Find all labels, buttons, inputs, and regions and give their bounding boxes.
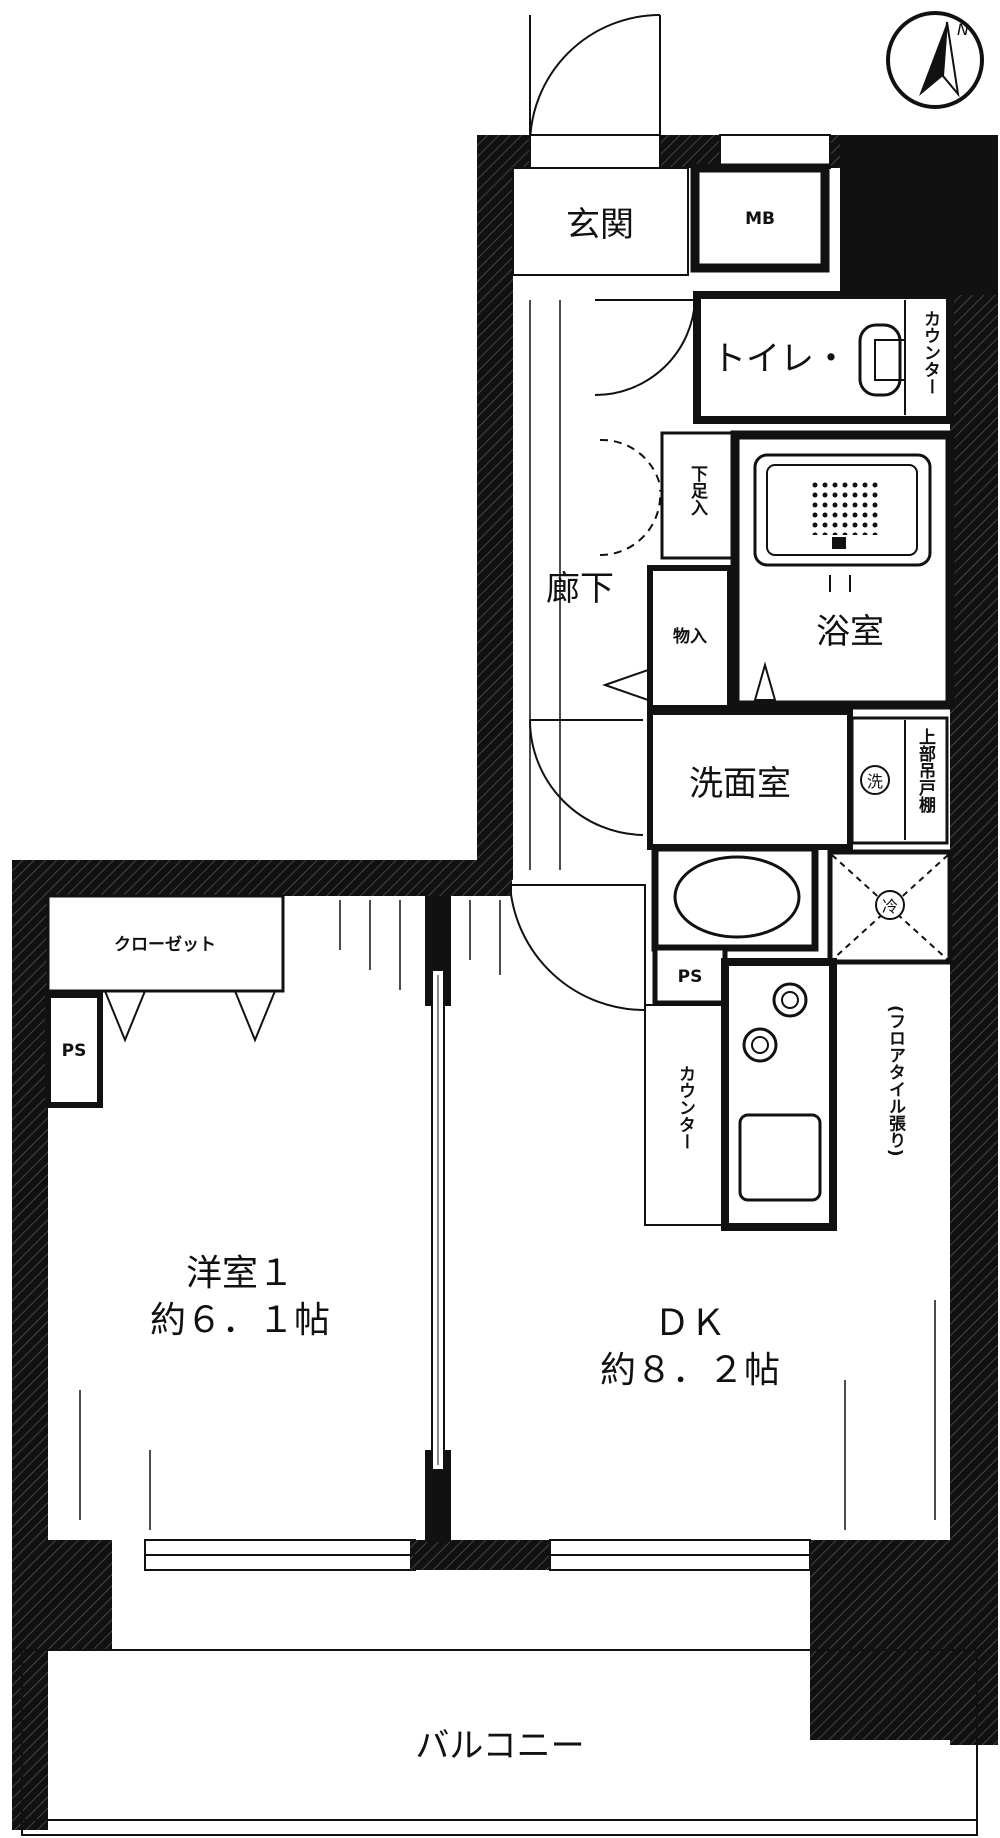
ps-center-label: PS [678, 967, 703, 987]
dk-name: ＤＫ [654, 1303, 726, 1344]
bathroom: 浴室 [730, 430, 955, 710]
washroom: 洗面室 洗 上部吊戸棚 [647, 709, 949, 850]
compass: N [886, 11, 984, 109]
toilet-room: トイレ・ カウンター [693, 291, 954, 424]
mb-label: MB [745, 209, 775, 229]
entrance-label: 玄関 [566, 205, 634, 245]
shoe-storage-label: 下足入 [687, 465, 708, 516]
kitchen-counter: カウンター [644, 1004, 726, 1226]
ps-left-label: PS [62, 1041, 87, 1061]
upper-shelf-label: 上部吊戸棚 [915, 728, 936, 814]
fridge-space: 冷 [827, 849, 953, 965]
kitchen-counter-label: カウンター [675, 1065, 695, 1150]
shoe-storage: 下足入 [599, 431, 734, 560]
outer-walls [12, 134, 998, 1830]
toilet-door [594, 299, 697, 397]
western-room-name: 洋室１ [186, 1253, 294, 1294]
bathroom-label: 浴室 [816, 612, 884, 652]
entrance: 玄関 [512, 167, 689, 276]
toilet-label: トイレ・ [712, 339, 848, 379]
storage-closet: 物入 [601, 565, 733, 711]
meter-box: MB [690, 163, 830, 273]
ps-left: PS [45, 992, 103, 1108]
storage-label: 物入 [673, 626, 707, 647]
kitchen-unit: (フロアタイル張り) [721, 958, 906, 1231]
toilet-counter-label: カウンター [920, 310, 940, 395]
floor-tile-label: (フロアタイル張り) [885, 1005, 906, 1157]
ps-center: PS [652, 945, 728, 1006]
hallway-label: 廊下 [546, 569, 614, 609]
western-room-size: 約６．１帖 [150, 1300, 330, 1341]
front-door-swing [529, 14, 661, 146]
washbasin [651, 844, 819, 952]
fridge-mark: 冷 [882, 897, 898, 916]
ceiling-ticks [79, 300, 936, 1530]
dk-size: 約８．２帖 [600, 1350, 780, 1391]
dk-door [509, 884, 646, 1012]
washroom-door [528, 719, 644, 836]
partition [425, 896, 451, 1542]
closet: クローゼット [46, 894, 285, 1043]
washer-mark: 洗 [867, 772, 883, 791]
washroom-label: 洗面室 [689, 764, 791, 804]
closet-label: クローゼット [114, 934, 216, 955]
compass-north-label: N [957, 20, 969, 39]
balcony-label: バルコニー [415, 1726, 584, 1766]
balcony: バルコニー [21, 1649, 978, 1836]
